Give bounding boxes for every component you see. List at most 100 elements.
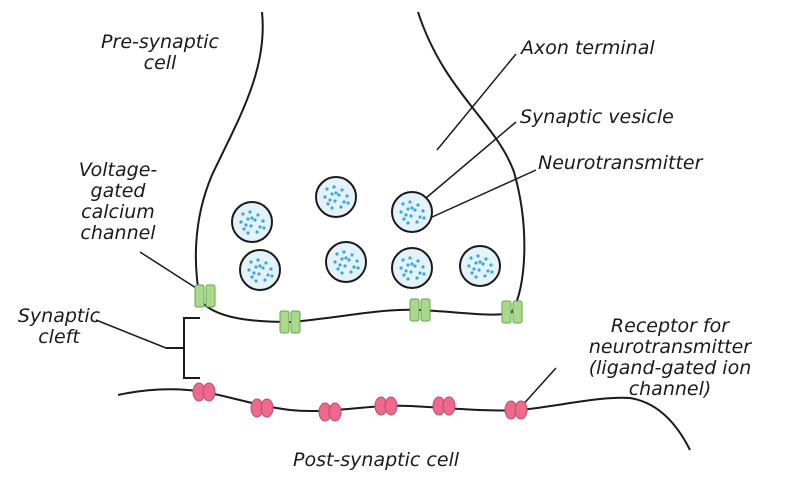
neurotransmitter-dot [254,279,257,282]
neurotransmitter-dot [246,217,249,220]
synaptic-cleft-label: Synaptic cleft [4,306,114,348]
neurotransmitter-dot [415,276,418,279]
voltage-gated-calcium-channel-label: Voltage- gated calcium channel [58,160,178,244]
neurotransmitter-dot [258,264,261,267]
neurotransmitter-dot [416,203,419,206]
vgcc-line-3: calcium [58,202,178,223]
neurotransmitter-dot [408,256,411,259]
neurotransmitter-dot [334,191,337,194]
neurotransmitter-dot [258,225,261,228]
neurotransmitter-dot [255,230,258,233]
synaptic-vesicle-leader [426,122,516,198]
neurotransmitter-dot [256,213,259,216]
neurotransmitter-dot [326,202,329,205]
receptor-line-4: channel) [552,379,788,400]
neurotransmitter-dot [256,258,259,261]
neurotransmitter-dot [416,259,419,262]
receptor-line-3: (ligand-gated ion [552,358,788,379]
pre-synaptic-line-1: Pre-synaptic [80,32,240,53]
neurotransmitter-dot [350,253,353,256]
receptor [319,403,341,421]
neurotransmitter-dot [478,260,481,263]
neurotransmitter-dot [340,188,343,191]
neurotransmitter-dot [483,274,486,277]
cleft-line-1: Synaptic [4,306,114,327]
receptor-line-2: neurotransmitter [552,337,788,358]
neurotransmitter-dot [250,216,253,219]
axon-terminal-leader [437,54,516,150]
synaptic-vesicle [326,242,366,282]
neurotransmitter-label: Neurotransmitter [538,153,702,174]
neurotransmitter-dot [422,216,425,219]
receptor [505,401,527,419]
neurotransmitter-dot [401,258,404,261]
vgcc-line-4: channel [58,223,178,244]
neurotransmitter-dot [408,200,411,203]
neurotransmitter-dot [486,269,489,272]
neurotransmitter-dot [333,260,336,263]
neurotransmitter-dot [406,221,409,224]
synaptic-vesicle-label: Synaptic vesicle [520,107,674,128]
receptor [433,397,455,415]
neurotransmitter-dot [355,259,358,262]
synaptic-vesicle [316,177,356,217]
neurotransmitter-dot [333,199,336,202]
neurotransmitter-dot [409,214,412,217]
neurotransmitter-dot [249,224,252,227]
neurotransmitter-dot [421,265,424,268]
synaptic-vesicle [232,202,272,242]
receptor-label: Receptor for neurotransmitter (ligand-ga… [552,316,788,400]
neurotransmitter-dot [402,217,405,220]
neurotransmitter-dot [474,275,477,278]
neurotransmitter-dot [261,219,264,222]
neurotransmitter-dot [399,266,402,269]
neurotransmitter-dot [410,206,413,209]
calcium-channels [195,285,522,333]
synaptic-vesicle [460,246,500,286]
neurotransmitter-dot [241,212,244,215]
neurotransmitter-dot [269,267,272,270]
synaptic-vesicle [392,192,432,232]
neurotransmitter-dot [467,264,470,267]
neurotransmitter-dot [252,271,255,274]
neurotransmitter-dot [250,275,253,278]
neurotransmitter-dot [399,210,402,213]
receptor [251,399,273,417]
neurotransmitter-dot [413,264,416,267]
vgcc-line-2: gated [58,181,178,202]
neurotransmitter-dot [263,278,266,281]
neurotransmitter-dot [246,231,249,234]
receptor-leader [520,368,556,408]
neurotransmitter-dot [344,256,347,259]
neurotransmitter-dot [489,263,492,266]
neurotransmitter-dot [325,187,328,190]
neurotransmitter-dot [264,261,267,264]
neurotransmitter-dot [472,267,475,270]
neurotransmitter-dot [262,226,265,229]
neurotransmitter-dot [401,202,404,205]
axon-terminal-label: Axon terminal [521,38,655,59]
neurotransmitter-dot [418,215,421,218]
neurotransmitter-dot [415,220,418,223]
neurotransmitter-dot [413,208,416,211]
neurotransmitter-dot [406,277,409,280]
synaptic-vesicles [232,177,500,290]
neurotransmitter-dot [470,271,473,274]
neurotransmitter-dot [404,269,407,272]
cleft-line-2: cleft [4,327,114,348]
neurotransmitter-dot [476,254,479,257]
neurotransmitter-dot [336,267,339,270]
neurotransmitter-dot [337,193,340,196]
neurotransmitter-dot [261,266,264,269]
receptor [193,383,215,401]
neurotransmitter-dot [244,223,247,226]
neurotransmitter-dot [346,201,349,204]
neurotransmitter-dot [484,257,487,260]
vgcc-line-1: Voltage- [58,160,178,181]
neurotransmitter-dot [409,270,412,273]
neurotransmitter-dot [242,227,245,230]
neurotransmitter-dot [490,270,493,273]
neurotransmitter-dot [469,256,472,259]
pre-synaptic-line-2: cell [80,53,240,74]
calcium-channel [195,285,215,307]
